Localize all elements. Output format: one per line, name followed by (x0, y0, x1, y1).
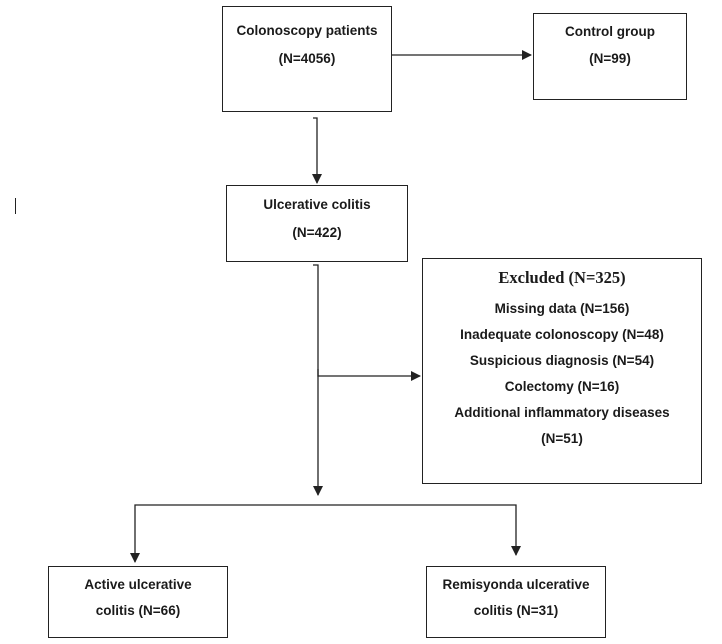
node-remission-ulcerative-colitis: Remisyonda ulcerative colitis (N=31) (426, 566, 606, 638)
excluded-item: Missing data (N=156) (494, 301, 630, 316)
stray-mark (15, 198, 16, 214)
excluded-item: Suspicious diagnosis (N=54) (469, 353, 655, 368)
excluded-item: Colectomy (N=16) (504, 379, 620, 394)
excluded-item: Additional inflammatory diseases (454, 405, 670, 420)
node-count: colitis (N=31) (473, 603, 559, 618)
node-label: Ulcerative colitis (263, 197, 371, 212)
edge-uc-to-excluded (317, 369, 421, 381)
edge-colonoscopy-to-uc (312, 117, 322, 184)
node-active-ulcerative-colitis: Active ulcerative colitis (N=66) (48, 566, 228, 638)
node-colonoscopy-patients: Colonoscopy patients (N=4056) (222, 6, 392, 112)
edge-uc-trunk (313, 264, 323, 496)
excluded-item: (N=51) (541, 431, 583, 446)
excluded-item: Inadequate colonoscopy (N=48) (460, 327, 664, 342)
excluded-title: Excluded (N=325) (498, 268, 626, 287)
node-count: (N=4056) (278, 51, 336, 66)
node-count: colitis (N=66) (95, 603, 181, 618)
node-excluded: Excluded (N=325) Missing data (N=156) In… (422, 258, 702, 484)
node-label: Active ulcerative (84, 577, 192, 592)
node-count: (N=99) (589, 51, 631, 66)
node-count: (N=422) (292, 225, 342, 240)
node-ulcerative-colitis: Ulcerative colitis (N=422) (226, 185, 408, 262)
edge-split-left (130, 504, 318, 563)
node-label: Colonoscopy patients (236, 23, 378, 38)
node-label: Control group (565, 24, 655, 39)
node-label: Remisyonda ulcerative (442, 577, 590, 592)
node-control-group: Control group (N=99) (533, 13, 687, 100)
edge-split-right (318, 504, 521, 556)
